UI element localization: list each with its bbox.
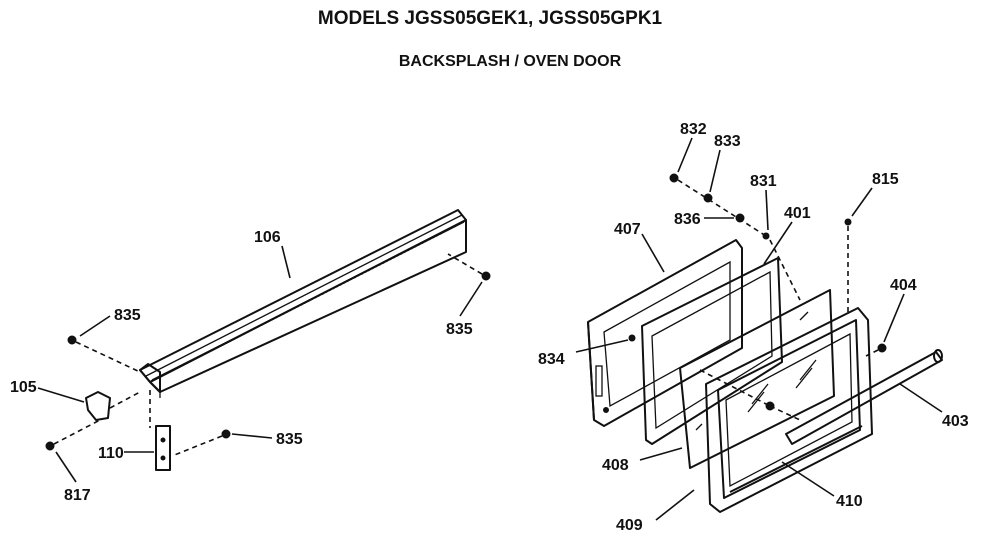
- glass-panel-part-408: [679, 289, 835, 469]
- screw-832: [669, 173, 679, 183]
- callout-835-left: 835: [114, 307, 141, 324]
- screw-815: [844, 218, 852, 226]
- callout-403: 403: [942, 413, 969, 430]
- callout-831: 831: [750, 173, 777, 190]
- callout-836: 836: [674, 211, 701, 228]
- callout-817: 817: [64, 487, 91, 504]
- oven-door-assembly: 832 833 831 815 836 401 407 404 834 403 …: [538, 121, 969, 534]
- callout-815: 815: [872, 171, 899, 188]
- callout-833: 833: [714, 133, 741, 150]
- callout-105: 105: [10, 379, 37, 396]
- backsplash-part-106: [139, 209, 467, 398]
- callout-835-right: 835: [446, 321, 473, 338]
- outer-door-part-410: [705, 307, 873, 513]
- callout-835-bottom: 835: [276, 431, 303, 448]
- callout-408: 408: [602, 457, 629, 474]
- callout-832: 832: [680, 121, 707, 138]
- screw-835-right: [481, 271, 491, 281]
- screw-834: [628, 334, 636, 342]
- callout-404: 404: [890, 277, 917, 294]
- callout-407: 407: [614, 221, 641, 238]
- backsplash-assembly: 106 835 835 105 110 835 817: [10, 209, 491, 504]
- liner-part-401: [641, 257, 783, 445]
- inner-door-part-407: [587, 239, 743, 427]
- callout-410: 410: [836, 493, 863, 510]
- handle-part-403: [785, 349, 943, 445]
- callout-409: 409: [616, 517, 643, 534]
- callout-401: 401: [784, 205, 811, 222]
- screw-404: [877, 343, 887, 353]
- screw-835-bottom: [221, 429, 231, 439]
- diagram-title: MODELS JGSS05GEK1, JGSS05GPK1: [318, 8, 663, 29]
- callout-834: 834: [538, 351, 565, 368]
- bracket-part-110: [155, 425, 171, 471]
- callout-110: 110: [98, 445, 124, 462]
- screw-817: [45, 441, 55, 451]
- callout-106: 106: [254, 229, 281, 246]
- screw-835-top-left: [67, 335, 77, 345]
- diagram-subtitle: BACKSPLASH / OVEN DOOR: [399, 53, 622, 70]
- end-cap-part-105: [85, 391, 111, 421]
